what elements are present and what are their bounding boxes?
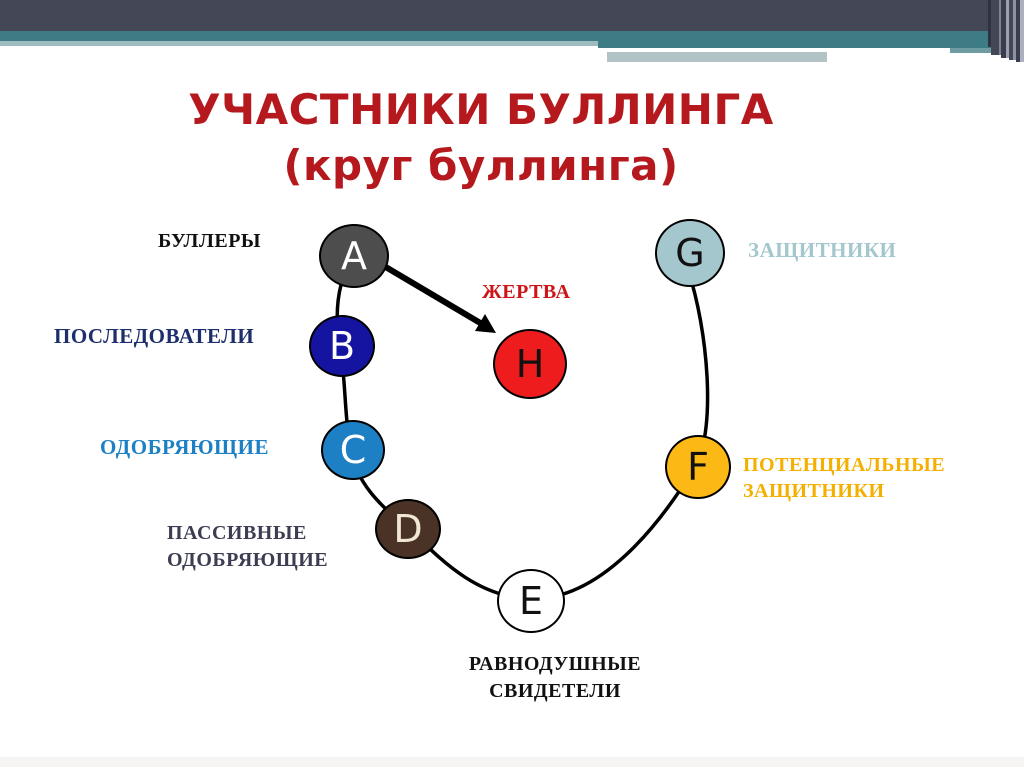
header-pale-bar (607, 52, 827, 62)
header-stripe (991, 0, 999, 55)
slide-bottom-edge (0, 757, 1024, 767)
node-followers-circle: B (309, 315, 375, 377)
label-indifferent-witnesses: РАВНОДУШНЫЕ СВИДЕТЕЛИ (430, 651, 680, 705)
node-approvers-circle: C (321, 420, 385, 480)
node-indifferent-witnesses-circle: E (497, 569, 565, 633)
node-passive-approvers-circle: D (375, 499, 441, 559)
label-defenders: ЗАЩИТНИКИ (748, 238, 897, 262)
node-approvers-letter: C (339, 428, 367, 472)
header-stripe (999, 0, 1001, 55)
header-stripe (988, 0, 991, 47)
slide-title-line2: (круг буллинга) (283, 141, 679, 190)
label-potential-defenders-line1: ПОТЕНЦИАЛЬНЫЕ (743, 454, 946, 476)
header-stripe (1020, 0, 1024, 62)
node-defenders-circle: G (655, 219, 725, 287)
header-teal-bar-right-lower (950, 48, 1024, 53)
node-potential-defenders-letter: F (687, 445, 709, 489)
node-victim-letter: H (515, 342, 545, 386)
label-victim: ЖЕРТВА (482, 281, 571, 303)
arrow-a-to-h-shaft (382, 263, 484, 327)
node-passive-approvers-letter: D (393, 507, 423, 551)
header-light-teal-bar (0, 41, 598, 46)
header-stripe (1016, 0, 1020, 62)
arrow-a-to-h-head (475, 314, 496, 333)
header-dark-bar (0, 0, 1024, 31)
header-stripe (1001, 0, 1006, 58)
node-victim-circle: H (493, 329, 567, 399)
slide-title-line1: УЧАСТНИКИ БУЛЛИНГА (188, 85, 774, 134)
label-passive-approvers: ПАССИВНЫЕ ОДОБРЯЮЩИЕ (167, 520, 328, 574)
node-followers-letter: B (328, 324, 356, 368)
node-bullers-letter: A (341, 234, 367, 278)
node-potential-defenders-circle: F (665, 435, 731, 499)
label-followers: ПОСЛЕДОВАТЕЛИ (54, 324, 255, 348)
header-stripe (1009, 0, 1013, 60)
slide-title: УЧАСТНИКИ БУЛЛИНГА (круг буллинга) (0, 82, 962, 194)
label-indifferent-witnesses-line1: РАВНОДУШНЫЕ (468, 653, 642, 675)
label-passive-approvers-line1: ПАССИВНЫЕ (167, 522, 307, 544)
label-bullers: БУЛЛЕРЫ (158, 230, 262, 252)
node-indifferent-witnesses-letter: E (518, 579, 543, 623)
label-potential-defenders: ПОТЕНЦИАЛЬНЫЕ ЗАЩИТНИКИ (743, 452, 945, 504)
label-approvers: ОДОБРЯЮЩИЕ (100, 435, 269, 459)
label-passive-approvers-line2: ОДОБРЯЮЩИЕ (167, 549, 329, 571)
header-teal-bar-right (598, 41, 1024, 48)
header-stripe (1013, 0, 1016, 60)
header-stripe (1006, 0, 1009, 58)
header-teal-bar (0, 31, 1024, 41)
label-potential-defenders-line2: ЗАЩИТНИКИ (743, 480, 885, 502)
node-bullers-circle: A (319, 224, 389, 288)
label-indifferent-witnesses-line2: СВИДЕТЕЛИ (489, 680, 621, 702)
node-defenders-letter: G (675, 231, 705, 275)
